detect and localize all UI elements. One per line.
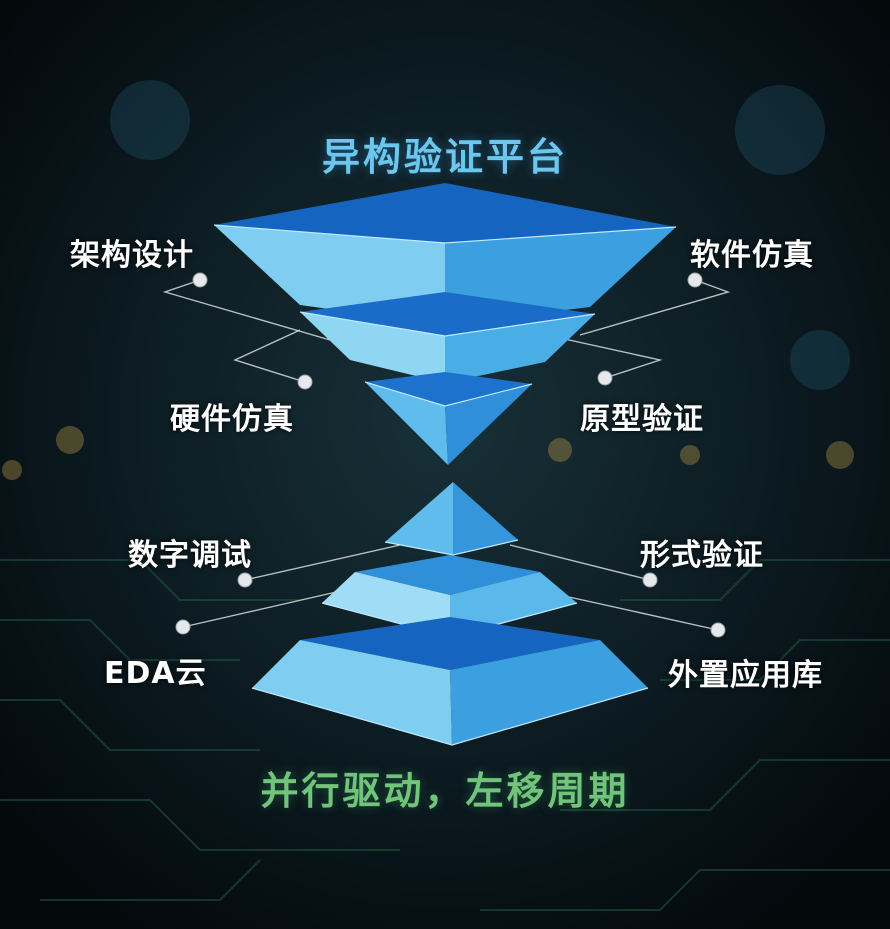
connector-formal-verify	[509, 544, 651, 581]
inverted-tier-2	[299, 292, 596, 383]
connector-dots	[175, 272, 726, 638]
connector-prototype-verify	[559, 337, 663, 379]
dot-digital-debug	[237, 572, 253, 588]
dot-hardware-sim	[297, 374, 313, 390]
label-digital-debug: 数字调试	[128, 538, 252, 573]
label-external-lib: 外置应用库	[668, 658, 823, 693]
inverted-pyramid	[213, 183, 677, 465]
connector-lines	[162, 279, 731, 631]
connector-digital-debug	[244, 544, 401, 581]
dot-software-sim	[687, 272, 703, 288]
connector-software-sim	[579, 279, 731, 336]
label-arch-design: 架构设计	[70, 238, 194, 273]
connector-arch-design	[162, 279, 331, 341]
connector-external-lib	[559, 594, 719, 631]
connector-hardware-sim	[233, 329, 306, 383]
label-hardware-sim: 硬件仿真	[170, 402, 294, 437]
upright-tier-2	[321, 555, 578, 638]
dot-arch-design	[192, 272, 208, 288]
inverted-tier-3	[364, 372, 533, 465]
upright-tier-1	[384, 482, 519, 556]
label-formal-verify: 形式验证	[640, 538, 764, 573]
label-software-sim: 软件仿真	[690, 238, 814, 273]
label-eda-cloud: EDA云	[104, 656, 207, 691]
connector-eda-cloud	[182, 589, 346, 628]
upright-tier-3	[251, 617, 649, 746]
upright-pyramid	[251, 482, 649, 746]
dot-formal-verify	[642, 572, 658, 588]
dot-eda-cloud	[175, 619, 191, 635]
diagram-title: 异构验证平台	[321, 135, 568, 179]
dot-external-lib	[710, 622, 726, 638]
dot-prototype-verify	[597, 370, 613, 386]
diagram-slogan: 并行驱动，左移周期	[260, 769, 630, 813]
label-prototype-verify: 原型验证	[580, 402, 704, 437]
